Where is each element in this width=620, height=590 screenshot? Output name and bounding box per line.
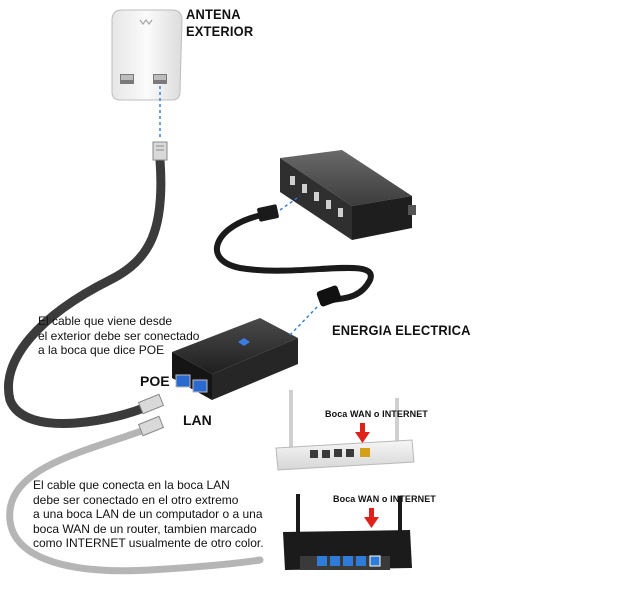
black-router-icon — [283, 494, 412, 570]
antenna-icon — [111, 9, 183, 101]
antenna-label-text: ANTENA EXTERIOR — [186, 6, 254, 39]
poe-port-label: POE — [140, 373, 170, 389]
router2-wan-label: Boca WAN o INTERNET — [333, 494, 436, 504]
power-link-dashed — [279, 195, 301, 211]
power-plug-icon — [257, 204, 279, 222]
outdoor-plug-icon — [152, 141, 168, 161]
outdoor-cable — [4, 155, 166, 428]
poe-power-link-dashed — [289, 305, 319, 336]
router1-wan-label: Boca WAN o INTERNET — [325, 409, 428, 419]
antenna-label: ANTENA EXTERIOR — [186, 6, 253, 40]
lan-port-label: LAN — [183, 412, 212, 428]
wan-arrow-2 — [364, 508, 379, 528]
wan-arrow-1 — [355, 423, 370, 443]
lan-cable — [6, 424, 264, 575]
power-cable — [213, 212, 374, 303]
power-label: ENERGIA ELECTRICA — [332, 322, 471, 338]
poe-injector-icon — [172, 285, 342, 400]
poe-plug-icon — [137, 393, 165, 415]
lan-instruction-note: El cable que conecta en la boca LAN debe… — [33, 478, 264, 550]
power-strip-icon — [280, 150, 416, 240]
white-router-icon — [275, 390, 415, 471]
poe-instruction-note: El cable que viene desde el exterior deb… — [38, 314, 200, 357]
lan-plug-icon — [137, 415, 165, 437]
